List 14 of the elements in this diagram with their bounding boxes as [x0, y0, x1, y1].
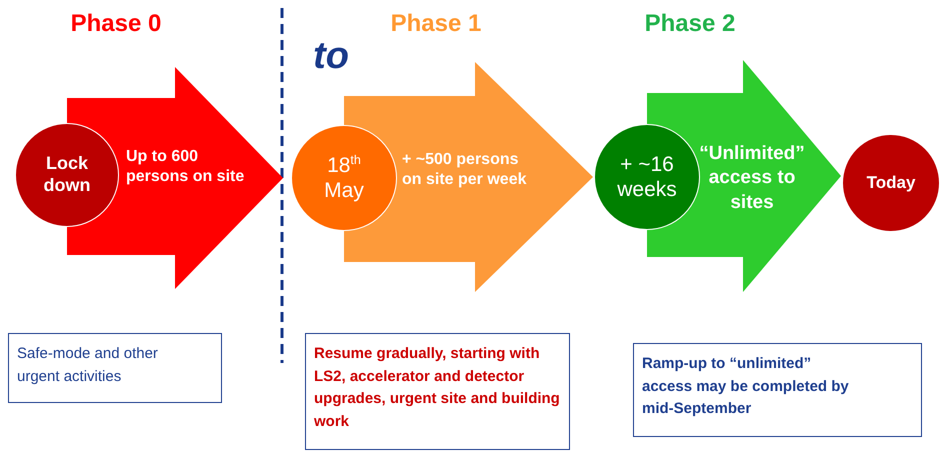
transition-word: to	[312, 34, 350, 79]
phase-title: Phase 2	[644, 10, 736, 39]
edge-label: + ~500 persons on site per week	[402, 150, 528, 190]
note-box: Ramp-up to “unlimited” access may be completed by mid-September	[633, 343, 922, 437]
edge-label: Up to 600 persons on site	[126, 147, 246, 188]
note-box: Resume gradually, starting with LS2, accelerator and detector upgrades, urgent site and building work	[305, 333, 570, 450]
phase-circle: + ~16 weeks	[594, 124, 700, 230]
note-box: Safe-mode and other urgent activities	[8, 333, 222, 403]
phase-circle: Lock down	[15, 123, 119, 227]
phase-title: Phase 1	[390, 10, 482, 39]
edge-label: “Unlimited” access to sites	[698, 142, 806, 215]
phase-circle: Today	[842, 134, 940, 232]
phase-title: Phase 0	[70, 10, 162, 39]
phase-circle: 18$^{th}$ May	[291, 125, 397, 231]
